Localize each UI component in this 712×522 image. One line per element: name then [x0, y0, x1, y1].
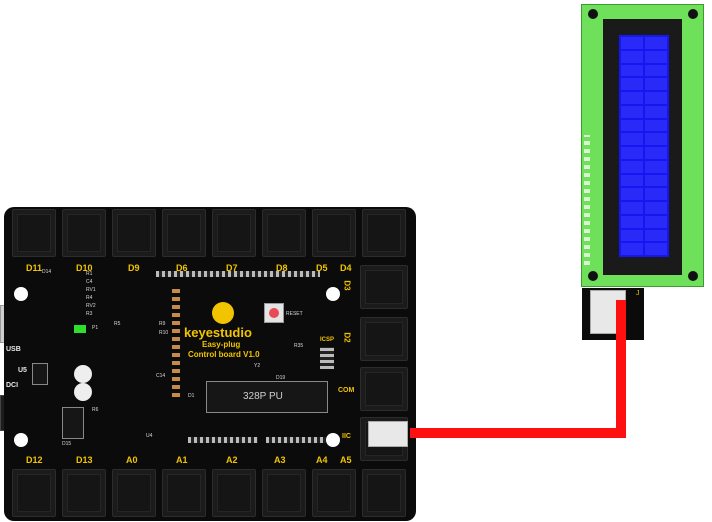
product-name: Easy-plug	[202, 340, 241, 349]
port-a3[interactable]	[262, 469, 306, 517]
port-d5[interactable]	[312, 209, 356, 257]
pin-header	[156, 271, 256, 277]
mounting-hole	[688, 271, 698, 281]
component-label: U4	[146, 433, 153, 439]
component-label: R4	[86, 295, 93, 301]
component-label: P1	[92, 325, 99, 331]
lcd-module	[581, 4, 704, 287]
lcd-screen	[619, 35, 669, 257]
port-a4[interactable]	[312, 469, 356, 517]
connector-label: J	[636, 290, 640, 297]
component-label: R35	[294, 343, 304, 349]
resistor-column	[172, 287, 180, 397]
port-label: A1	[176, 455, 188, 465]
port-d9[interactable]	[112, 209, 156, 257]
port-a0[interactable]	[112, 469, 156, 517]
component-label: RV2	[86, 303, 96, 309]
port-d2[interactable]	[360, 317, 408, 361]
port-label: D4	[340, 263, 352, 273]
component-label: D14	[42, 269, 52, 275]
pin-header	[188, 437, 258, 443]
version-label: Control board V1.0	[188, 350, 260, 359]
control-board: D11 D10 D9 D6 D7 D8 D5 D4 D12 D13 A0 A1 …	[4, 207, 416, 521]
brand-name: keyestudio	[184, 325, 252, 340]
icsp-header	[320, 347, 334, 369]
port-label: A5	[340, 455, 352, 465]
port-label: A0	[126, 455, 138, 465]
port-label: D9	[128, 263, 140, 273]
port-label: D7	[226, 263, 238, 273]
mounting-hole	[588, 271, 598, 281]
component-label: R1	[86, 271, 93, 277]
reset-label: RESET	[286, 311, 303, 317]
port-label: D6	[176, 263, 188, 273]
iic-connector	[368, 421, 408, 447]
power-led	[74, 325, 86, 333]
port-a5[interactable]	[362, 469, 406, 517]
port-label: D12	[26, 455, 43, 465]
mcu-chip: 328P PU	[206, 381, 328, 413]
port-d7[interactable]	[212, 209, 256, 257]
port-a2[interactable]	[212, 469, 256, 517]
port-label: D10	[76, 263, 93, 273]
lcd-pin-strip	[584, 135, 590, 265]
port-label: D11	[26, 263, 43, 273]
component-label: RV1	[86, 287, 96, 293]
mounting-hole	[326, 433, 340, 447]
mounting-hole	[14, 287, 28, 301]
u5-label: U5	[18, 367, 27, 374]
component-label: R3	[86, 311, 93, 317]
port-label: IIC	[342, 433, 351, 440]
port-d11[interactable]	[12, 209, 56, 257]
bee-logo-icon	[212, 302, 234, 324]
component-label: D19	[276, 375, 286, 381]
component-label: Y2	[254, 363, 261, 369]
mounting-hole	[14, 433, 28, 447]
mounting-hole	[688, 9, 698, 19]
capacitor	[74, 365, 92, 383]
port-label: D5	[316, 263, 328, 273]
port-d10[interactable]	[62, 209, 106, 257]
pin-header	[266, 437, 326, 443]
regulator-chip	[62, 407, 84, 439]
port-label: A2	[226, 455, 238, 465]
reset-button[interactable]	[264, 303, 284, 323]
port-d13[interactable]	[62, 469, 106, 517]
component-label: C4	[86, 279, 93, 285]
mounting-hole	[588, 9, 598, 19]
chip-label: 328P PU	[243, 391, 283, 402]
component-label: R10	[159, 330, 169, 336]
port-label: D8	[276, 263, 288, 273]
regulator	[32, 363, 48, 385]
port-label: D13	[76, 455, 93, 465]
dc-label: DCI	[6, 382, 19, 389]
capacitor	[74, 383, 92, 401]
port-label: A3	[274, 455, 286, 465]
mounting-hole	[326, 287, 340, 301]
port-a1[interactable]	[162, 469, 206, 517]
port-label: COM	[338, 387, 355, 394]
component-label: R5	[114, 321, 121, 327]
port-d8[interactable]	[262, 209, 306, 257]
port-d6[interactable]	[162, 209, 206, 257]
port-d3[interactable]	[360, 265, 408, 309]
port-d4[interactable]	[362, 209, 406, 257]
component-label: R9	[159, 321, 166, 327]
icsp-label: ICSP	[320, 337, 335, 343]
component-label: R6	[92, 407, 99, 413]
port-com[interactable]	[360, 367, 408, 411]
port-label: A4	[316, 455, 328, 465]
component-label: D15	[62, 441, 72, 447]
component-label: C14	[156, 373, 166, 379]
pin-header	[240, 271, 320, 277]
usb-label: USB	[6, 346, 21, 353]
component-label: D1	[188, 393, 195, 399]
port-d12[interactable]	[12, 469, 56, 517]
